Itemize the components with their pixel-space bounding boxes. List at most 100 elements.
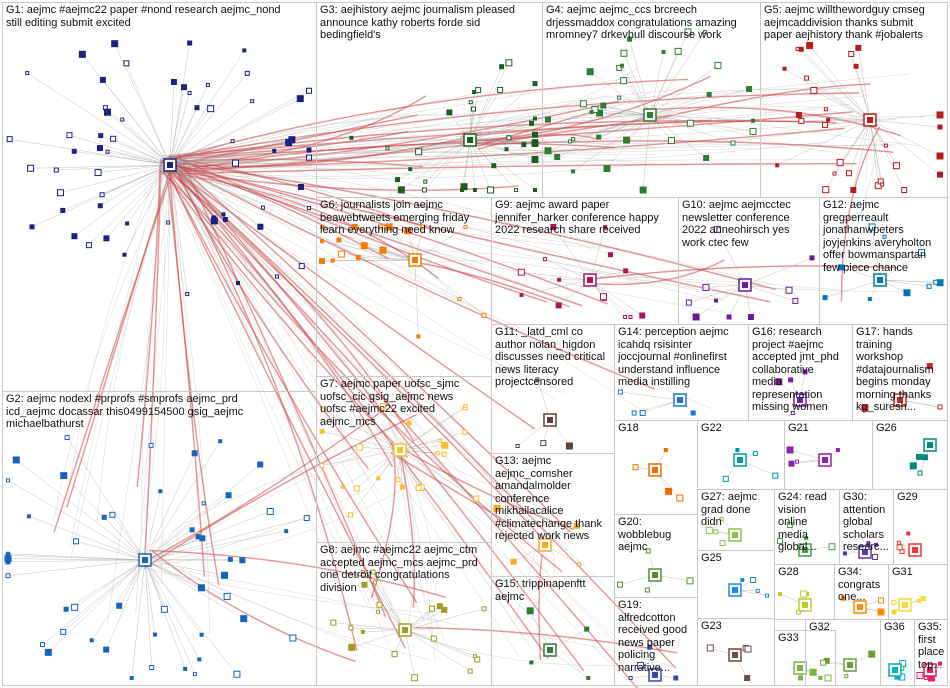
group-box-g34[interactable]: G34: congrats one...: [834, 564, 889, 620]
edge-g1: [169, 92, 190, 166]
node-g6: [330, 258, 335, 263]
edge-g6: [354, 226, 416, 261]
group-box-g4[interactable]: G4: aejmc aejmc_ccs brcreech drjessmaddo…: [542, 2, 761, 198]
node-g8: [481, 606, 487, 612]
group-box-g1[interactable]: G1: aejmc #aejmc22 paper #nond research …: [2, 2, 317, 392]
node-g1: [298, 263, 305, 270]
node-g18: [665, 487, 673, 495]
group-box-g11[interactable]: G11: _latd_cml co author nolan_higdon di…: [491, 324, 615, 454]
edge-g4: [649, 114, 754, 121]
edge-g7: [399, 449, 477, 499]
group-box-g13[interactable]: G13: aejmc aejmc_comsher amandalmolder c…: [491, 453, 615, 577]
edge-g3-g5: [463, 121, 874, 151]
group-box-g31[interactable]: G31: [888, 564, 948, 620]
edge-g2: [144, 536, 199, 561]
group-box-g19[interactable]: G19: alfredcotton received good news pap…: [614, 597, 698, 686]
edge-g10: [688, 284, 746, 303]
group-box-g15[interactable]: G15: trippinapenftt aejmc: [491, 576, 615, 686]
group-box-g30[interactable]: G30: attention global scholars researc..…: [839, 489, 894, 565]
node-g5: [836, 159, 844, 167]
edge-g1-g19: [178, 157, 666, 683]
edge-g1: [82, 54, 171, 166]
edge-g14: [620, 391, 681, 401]
node-g12: [903, 289, 911, 297]
node-g1: [98, 133, 104, 139]
group-box-g32[interactable]: G32: [805, 619, 881, 686]
node-g2: [116, 602, 123, 609]
group-label-g36: G36: [884, 621, 905, 633]
edge-g5: [853, 119, 871, 191]
edge-g4: [590, 71, 651, 116]
group-box-g10[interactable]: G10: aejmc aejmcctec newsletter conferen…: [678, 197, 820, 325]
edge-g2: [144, 559, 202, 635]
edge-g1-g11: [164, 162, 536, 430]
group-box-g18[interactable]: G18: [614, 420, 698, 515]
node-g2: [225, 492, 232, 499]
group-box-g5[interactable]: G5: aejmc willthewordguy cmseg aejmcaddi…: [760, 2, 948, 198]
group-label-g21: G21: [788, 422, 809, 434]
group-box-g24[interactable]: G24: read vision online media global...: [774, 489, 840, 565]
node-g31: [920, 595, 926, 601]
edge-g5: [869, 119, 941, 157]
edge-g1: [105, 107, 171, 166]
node-g2: [201, 501, 206, 506]
node-g18: [632, 464, 639, 471]
group-box-g12[interactable]: G12: aejmc gregperreault jonathanwpeters…: [819, 197, 948, 325]
node-g4: [589, 110, 594, 115]
group-box-g25[interactable]: G25: [697, 550, 775, 619]
edge-g1: [122, 119, 171, 166]
node-g5: [936, 152, 944, 160]
group-box-g17[interactable]: G17: hands training workshop #datajourna…: [852, 324, 948, 421]
group-box-g23[interactable]: G23: [697, 618, 775, 686]
group-box-g27[interactable]: G27: aejmc grad done didn: [697, 489, 775, 551]
group-label-g2: G2: aejmc nodexl #prprofs #smprofs aejmc…: [6, 393, 244, 430]
group-box-g21[interactable]: G21: [784, 420, 873, 490]
edge-g13-g15: [538, 554, 543, 661]
node-g34: [878, 597, 884, 604]
group-box-g8[interactable]: G8: aejmc #aejmc22 aejmc_ctm accepted ae…: [316, 542, 492, 686]
node-g12: [933, 279, 939, 285]
node-g4: [571, 169, 576, 174]
edge-g2: [7, 558, 146, 561]
group-box-g14[interactable]: G14: perception aejmc icahdq rsisinter j…: [614, 324, 749, 421]
group-box-g26[interactable]: G26: [872, 420, 948, 490]
node-g20: [686, 577, 694, 585]
edge-g2: [28, 516, 146, 561]
group-box-g22[interactable]: G22: [697, 420, 785, 490]
edge-g12: [879, 236, 885, 281]
group-box-g7[interactable]: G7: aejmc paper uofsc_sjmc uofsc_cic gsi…: [316, 376, 492, 543]
edge-g3: [463, 139, 471, 187]
node-g6: [457, 297, 462, 302]
group-box-g28[interactable]: G28: [774, 564, 835, 620]
group-box-g2[interactable]: G2: aejmc nodexl #prprofs #smprofs aejmc…: [2, 391, 317, 686]
group-box-g6[interactable]: G6: journalists join aejmc beawebtweets …: [316, 197, 492, 377]
edge-g4: [623, 53, 651, 116]
edge-g12: [879, 252, 922, 281]
node-g33: [824, 674, 832, 682]
node-g3: [528, 120, 534, 126]
edge-g2: [144, 559, 244, 619]
edge-g2: [144, 559, 238, 675]
edge-g3: [351, 137, 471, 141]
edge-g1: [99, 147, 171, 166]
group-box-g3[interactable]: G3: aejhistory aejmc journalism pleased …: [316, 2, 543, 198]
edge-g4: [547, 114, 651, 151]
group-box-g9[interactable]: G9: aejmc award paper jennifer_harker co…: [491, 197, 679, 325]
edge-g5-g12: [865, 112, 880, 266]
group-box-g20[interactable]: G20: wobblebug aejmc: [614, 514, 698, 598]
group-box-g29[interactable]: G29: [893, 489, 948, 565]
edge-g7-g13: [405, 450, 575, 531]
hub-node-core-g6: [412, 257, 418, 263]
node-g20: [644, 587, 650, 593]
edge-g1-g8: [173, 166, 358, 651]
group-box-g35[interactable]: G35: first place top...: [914, 619, 948, 686]
node-g2: [12, 456, 20, 464]
node-g30: [843, 551, 847, 556]
node-g8: [348, 643, 356, 651]
node-g28: [800, 590, 808, 598]
edge-g1-g2: [168, 165, 220, 586]
group-box-g36[interactable]: G36: [880, 619, 915, 686]
group-box-g16[interactable]: G16: research project #aejmc accepted jm…: [748, 324, 853, 421]
node-g1: [231, 159, 239, 167]
node-g1: [272, 148, 277, 153]
